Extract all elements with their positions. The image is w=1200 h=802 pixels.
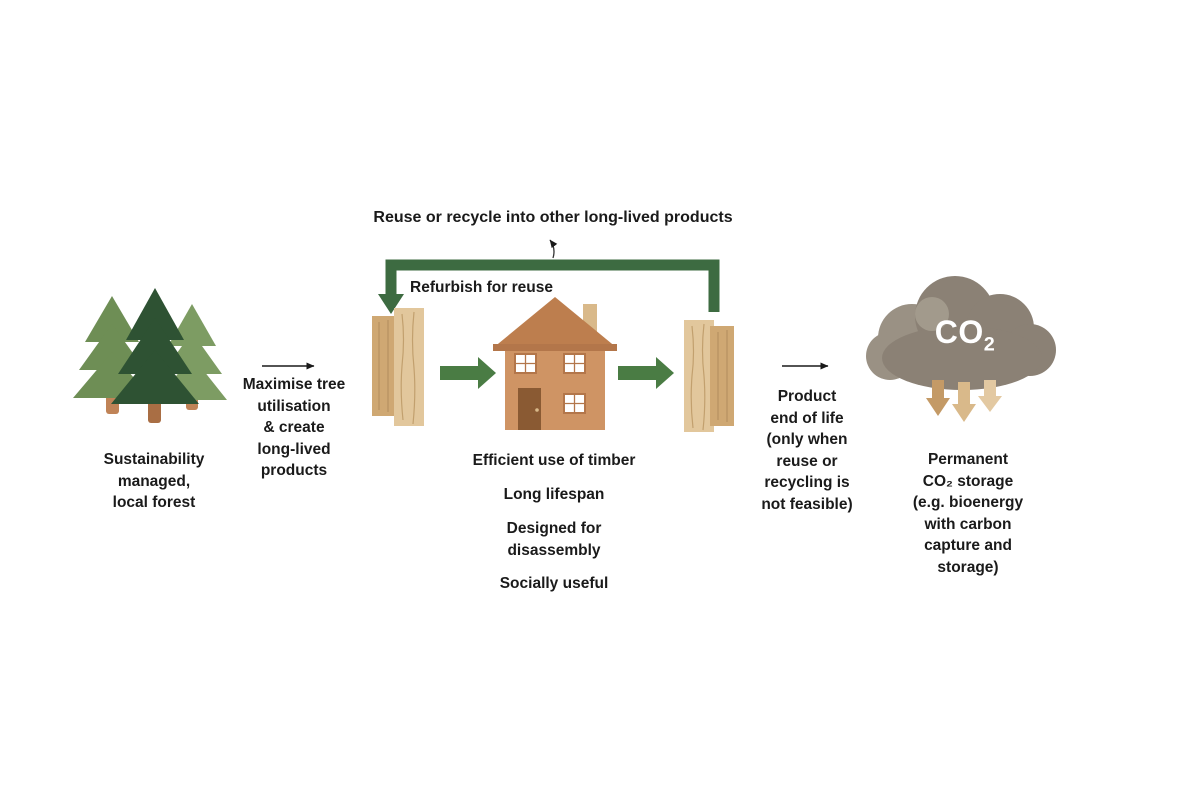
label-line: local forest [112, 494, 196, 511]
label-designed-for-disassembly: Designed for disassembly [424, 518, 684, 561]
label-line: Designed for [506, 520, 602, 537]
timber-stack-left [372, 308, 424, 426]
label-line: managed, [117, 472, 191, 490]
co2-cloud [866, 276, 1056, 390]
label-line: not feasible) [761, 495, 853, 513]
label-line: end of life [770, 409, 844, 427]
tree-center [111, 288, 199, 404]
house-door [518, 388, 541, 430]
label-line: (only when [766, 431, 848, 448]
label-line: recycling is [764, 474, 850, 491]
house-roof [493, 297, 617, 348]
label-socially-useful: Socially useful [499, 575, 609, 592]
co2-cloud-text: CO2 [900, 316, 1030, 356]
label-line: Product [777, 388, 837, 405]
label-line: reuse or [776, 452, 838, 470]
timber-stack-right [684, 320, 734, 432]
house-illustration [493, 297, 617, 430]
label-line: capture and [924, 537, 1012, 554]
label-efficient-use: Efficient use of timber [472, 452, 636, 469]
label-product-end-of-life: Product end of life (only when reuse or … [727, 386, 887, 515]
label-line: utilisation [257, 397, 331, 415]
label-line: CO₂ storage [922, 472, 1014, 490]
forest-illustration [73, 288, 227, 423]
label-line: with carbon [924, 515, 1012, 533]
label-line: Sustainability [103, 451, 205, 468]
timber-to-house-arrow [440, 357, 496, 389]
house-to-timber-arrow [618, 357, 674, 389]
label-reuse-recycle: Reuse or recycle into other long-lived p… [373, 209, 733, 226]
recycle-loop-arrow [378, 259, 720, 314]
label-permanent-co2-storage: Permanent CO₂ storage (e.g. bioenergy wi… [878, 449, 1058, 578]
label-forest: Sustainability managed, local forest [54, 449, 254, 514]
co2-text-main: CO [934, 314, 984, 350]
co2-text-sub: 2 [983, 333, 996, 356]
label-maximise-utilisation: Maximise tree utilisation & create long-… [214, 374, 374, 482]
co2-down-arrows [926, 380, 1002, 422]
label-line: Maximise tree [242, 376, 346, 393]
label-line: (e.g. bioenergy [912, 494, 1024, 511]
loop-to-label-arrow [549, 239, 558, 259]
label-long-lifespan: Long lifespan [503, 486, 605, 503]
label-line: products [260, 462, 328, 479]
label-refurbish-for-reuse: Refurbish for reuse [410, 279, 553, 296]
label-line: disassembly [507, 541, 601, 559]
label-line: long-lived [257, 440, 331, 458]
label-line: storage) [937, 558, 999, 576]
label-line: & create [263, 419, 325, 436]
label-line: Permanent [927, 451, 1009, 468]
